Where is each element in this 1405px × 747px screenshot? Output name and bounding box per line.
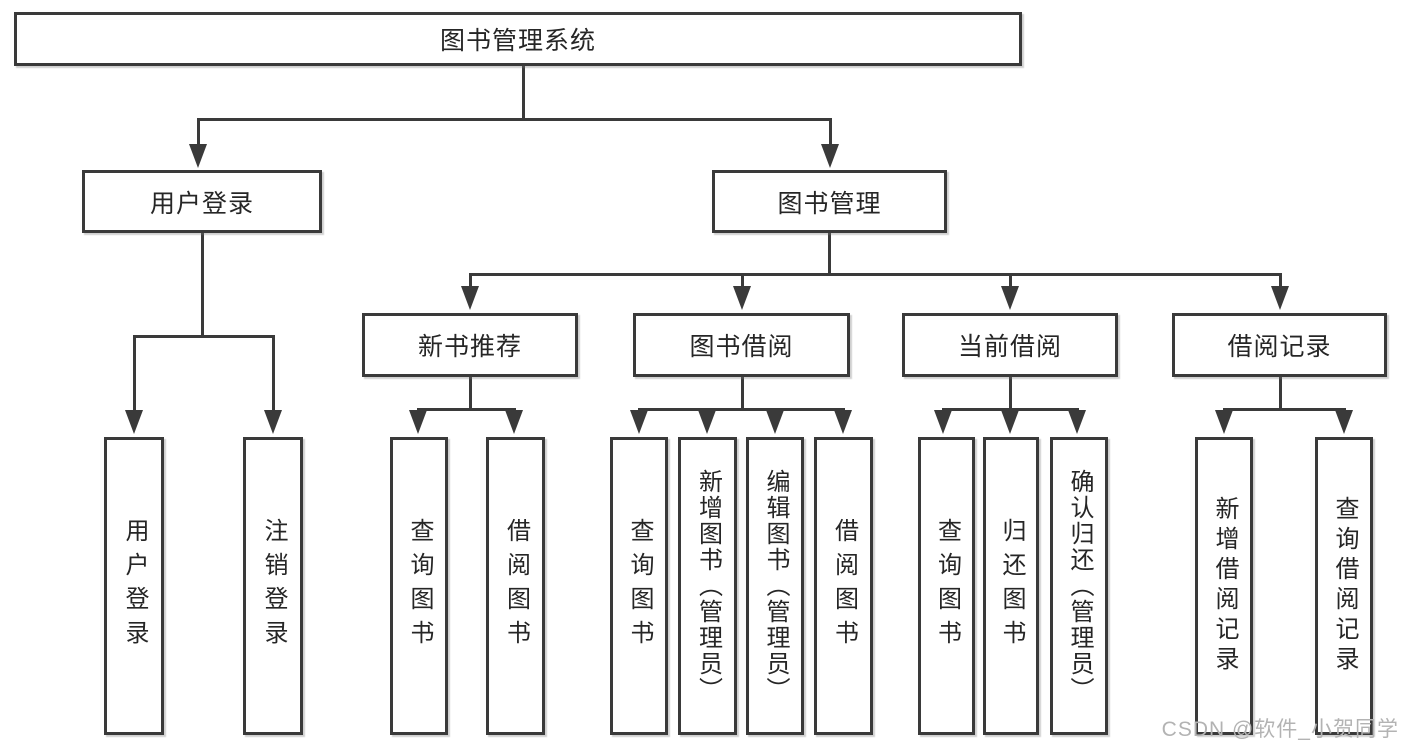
connector-line <box>468 273 1282 276</box>
arrowhead-down-icon <box>189 144 207 168</box>
arrowhead-down-icon <box>733 286 751 310</box>
node-leaf-confirm-return: 确认归还（管理员） <box>1050 437 1108 735</box>
arrowhead-down-icon <box>1068 410 1086 434</box>
connector-line <box>828 118 832 146</box>
node-label: 查询图书 <box>933 518 961 654</box>
arrowhead-down-icon <box>125 410 143 434</box>
node-label: 借阅图书 <box>502 518 530 654</box>
node-leaf-query-books-3: 查询图书 <box>918 437 975 735</box>
node-new-book-recommend: 新书推荐 <box>362 313 578 377</box>
connector-line <box>740 377 744 411</box>
node-label: 图书管理 <box>777 189 882 218</box>
node-leaf-add-borrow-record: 新增借阅记录 <box>1195 437 1253 735</box>
connector-line <box>132 335 275 338</box>
connector-line <box>132 335 136 412</box>
connector-line <box>468 273 472 288</box>
node-label: 用户登录 <box>149 189 254 218</box>
arrowhead-down-icon <box>1335 410 1353 434</box>
node-label: 图书借阅 <box>689 333 794 361</box>
arrowhead-down-icon <box>834 410 852 434</box>
connector-line <box>1278 273 1282 288</box>
arrowhead-down-icon <box>505 410 523 434</box>
node-leaf-edit-books-admin: 编辑图书（管理员） <box>746 437 804 735</box>
node-label: 查询图书 <box>626 518 653 654</box>
node-label: 查询图书 <box>406 518 433 654</box>
node-leaf-return-books: 归还图书 <box>983 437 1039 735</box>
arrowhead-down-icon <box>934 410 952 434</box>
connector-line <box>200 233 204 338</box>
connector-line <box>1222 408 1346 411</box>
node-system: 图书管理系统 <box>14 12 1022 66</box>
node-label: 图书管理系统 <box>439 27 596 55</box>
connector-line <box>1008 273 1012 288</box>
connector-line <box>416 408 516 411</box>
arrowhead-down-icon <box>264 410 282 434</box>
arrowhead-down-icon <box>409 410 427 434</box>
arrowhead-down-icon <box>821 144 839 168</box>
node-label: 用户登录 <box>121 518 148 654</box>
arrowhead-down-icon <box>1001 286 1019 310</box>
arrowhead-down-icon <box>461 286 479 310</box>
arrowhead-down-icon <box>698 410 716 434</box>
connector-line <box>271 335 275 412</box>
node-label: 确认归还（管理员） <box>1066 469 1093 703</box>
node-leaf-borrow-books-1: 借阅图书 <box>486 437 545 735</box>
arrowhead-down-icon <box>1215 410 1233 434</box>
node-leaf-add-books-admin: 新增图书（管理员） <box>678 437 737 735</box>
node-label: 借阅记录 <box>1227 333 1332 361</box>
node-label: 当前借阅 <box>957 333 1062 361</box>
arrowhead-down-icon <box>630 410 648 434</box>
node-leaf-query-books-1: 查询图书 <box>390 437 448 735</box>
watermark: CSDN @软件_小贺同学 <box>1161 718 1399 741</box>
node-label: 注销登录 <box>260 518 287 654</box>
node-label: 借阅图书 <box>830 518 858 654</box>
connector-line <box>1008 377 1012 411</box>
node-leaf-user-login: 用户登录 <box>104 437 164 735</box>
node-label: 新书推荐 <box>417 333 522 361</box>
node-book-borrowing: 图书借阅 <box>633 313 850 377</box>
connector-line <box>521 66 525 121</box>
arrowhead-down-icon <box>1271 286 1289 310</box>
connector-line <box>196 118 200 146</box>
node-borrowing-records: 借阅记录 <box>1172 313 1387 377</box>
node-leaf-query-books-2: 查询图书 <box>610 437 668 735</box>
connector-line <box>196 118 832 121</box>
node-label: 归还图书 <box>998 518 1025 654</box>
connector-line <box>827 233 831 276</box>
node-label: 查询借阅记录 <box>1331 496 1358 676</box>
arrowhead-down-icon <box>766 410 784 434</box>
arrowhead-down-icon <box>1001 410 1019 434</box>
node-label: 编辑图书（管理员） <box>762 469 789 703</box>
node-current-borrowing: 当前借阅 <box>902 313 1118 377</box>
node-user-login: 用户登录 <box>82 170 322 233</box>
node-book-management: 图书管理 <box>712 170 947 233</box>
connector-line <box>468 377 472 411</box>
connector-line <box>1278 377 1282 411</box>
node-label: 新增借阅记录 <box>1211 496 1238 676</box>
node-leaf-query-borrow-record: 查询借阅记录 <box>1315 437 1373 735</box>
node-label: 新增图书（管理员） <box>694 469 722 703</box>
node-leaf-borrow-books-2: 借阅图书 <box>814 437 873 735</box>
connector-line <box>637 408 845 411</box>
connector-line <box>740 273 744 288</box>
node-leaf-logout: 注销登录 <box>243 437 303 735</box>
